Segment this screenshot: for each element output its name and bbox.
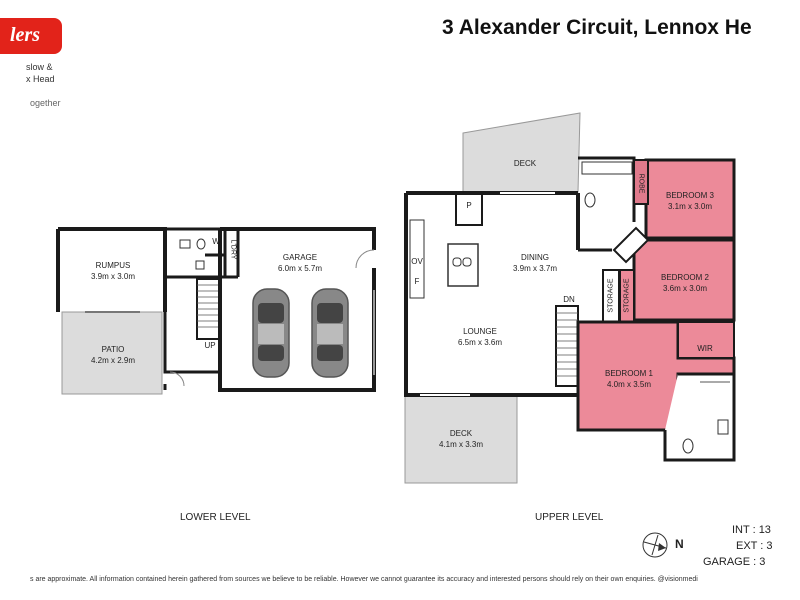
- upper-level-plan: [404, 112, 736, 484]
- toilet-icon: [682, 438, 694, 454]
- lower-stairs: [196, 278, 220, 340]
- label-storage-b: STORAGE: [623, 278, 631, 313]
- room-name: RUMPUS: [95, 261, 131, 270]
- upper-stairs: [555, 305, 579, 387]
- room-label-bedroom-2: BEDROOM 2 3.6m x 3.0m: [650, 272, 720, 294]
- bedroom-3-area: [644, 158, 736, 240]
- room-label-deck-top: DECK: [513, 159, 537, 168]
- bedroom-2-area: [632, 238, 736, 322]
- car-icon: [311, 288, 349, 378]
- room-name: LOUNGE: [463, 327, 497, 336]
- basin-icon: [179, 239, 191, 249]
- basin-icon: [717, 419, 729, 435]
- living-walls: [404, 191, 580, 397]
- label-oven: OV: [411, 257, 423, 266]
- room-label-patio: PATIO 4.2m x 2.9m: [78, 344, 148, 366]
- agency-name-line2: x Head: [26, 74, 55, 84]
- label-robe: ROBE: [637, 173, 645, 194]
- room-name: BEDROOM 2: [660, 273, 709, 282]
- room-dims: 3.1m x 3.0m: [667, 202, 712, 211]
- area-garage: GARAGE : 3: [703, 556, 766, 568]
- agency-tagline: ogether: [30, 98, 61, 108]
- room-name: BEDROOM 3: [665, 191, 714, 200]
- bath-icon: [581, 161, 633, 175]
- label-dn: DN: [563, 295, 575, 304]
- deck-top-area: [462, 112, 581, 193]
- agency-name-line1: slow &: [26, 62, 53, 72]
- property-address: 3 Alexander Circuit, Lennox He: [442, 16, 752, 39]
- label-wir: WIR: [697, 344, 713, 353]
- room-label-dining: DINING 3.9m x 3.7m: [500, 252, 570, 274]
- room-dims: 3.9m x 3.7m: [512, 264, 557, 273]
- wir-area: [677, 321, 735, 359]
- room-name: DINING: [521, 253, 549, 262]
- room-label-bedroom-3: BEDROOM 3 3.1m x 3.0m: [655, 190, 725, 212]
- compass-icon: [642, 532, 668, 558]
- label-up: UP: [204, 341, 216, 350]
- agency-logo: lers: [0, 18, 62, 54]
- ensuite-walls: [663, 372, 736, 462]
- area-ext: EXT : 3: [736, 540, 773, 552]
- upper-level-title: UPPER LEVEL: [535, 512, 604, 523]
- label-w: W: [212, 237, 220, 246]
- room-name: DECK: [449, 429, 473, 438]
- label-storage-a: STORAGE: [607, 278, 615, 313]
- lower-level-plan: [56, 227, 376, 395]
- room-label-rumpus: RUMPUS 3.9m x 3.0m: [78, 260, 148, 282]
- room-dims: 4.2m x 2.9m: [90, 356, 135, 365]
- room-name: GARAGE: [282, 253, 318, 262]
- room-dims: 6.5m x 3.6m: [457, 338, 502, 347]
- deck-front-area: [404, 394, 518, 484]
- car-icon: [252, 288, 290, 378]
- north-label: N: [675, 537, 684, 551]
- room-name: BEDROOM 1: [604, 369, 653, 378]
- label-fridge: F: [414, 277, 420, 286]
- lower-level-title: LOWER LEVEL: [180, 512, 251, 523]
- room-label-lounge: LOUNGE 6.5m x 3.6m: [445, 326, 515, 348]
- room-dims: 4.1m x 3.3m: [438, 440, 483, 449]
- room-dims: 4.0m x 3.5m: [606, 380, 651, 389]
- room-name: PATIO: [101, 345, 125, 354]
- kitchen-bench: [409, 219, 425, 299]
- label-ldry: L'DRY: [229, 239, 237, 260]
- disclaimer: s are approximate. All information conta…: [30, 576, 698, 583]
- room-dims: 3.9m x 3.0m: [90, 272, 135, 281]
- room-label-bedroom-1: BEDROOM 1 4.0m x 3.5m: [592, 368, 666, 390]
- toilet-icon: [584, 192, 596, 208]
- room-label-garage: GARAGE 6.0m x 5.7m: [265, 252, 335, 274]
- room-dims: 6.0m x 5.7m: [277, 264, 322, 273]
- robe-area: [633, 159, 649, 205]
- room-dims: 3.6m x 3.0m: [662, 284, 707, 293]
- toilet-icon: [196, 238, 206, 250]
- area-int: INT : 13: [732, 524, 771, 536]
- label-pantry: P: [466, 201, 472, 210]
- logo-text: lers: [10, 24, 40, 46]
- room-label-deck-front: DECK 4.1m x 3.3m: [426, 428, 496, 450]
